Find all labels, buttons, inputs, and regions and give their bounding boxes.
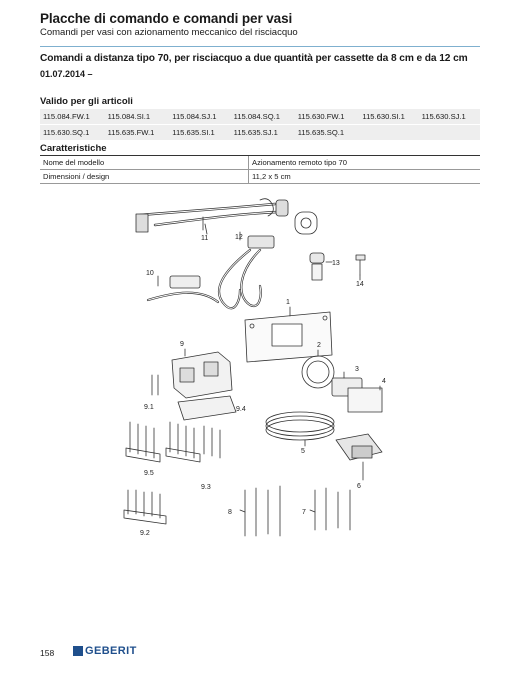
article-cell: 115.635.SI.1: [169, 124, 231, 140]
characteristics-table: Nome del modello Azionamento remoto tipo…: [40, 156, 480, 184]
callout-label: 9.2: [140, 530, 150, 537]
callout-label: 9: [180, 341, 184, 348]
callout-label: 2: [317, 342, 321, 349]
section-title: Comandi a distanza tipo 70, per risciacq…: [40, 53, 468, 64]
callout-label: 7: [302, 509, 306, 516]
page-subtitle: Comandi per vasi con azionamento meccani…: [40, 27, 298, 38]
callout-label: 9.4: [236, 406, 246, 413]
article-cell: [359, 124, 419, 140]
article-cell: 115.630.SQ.1: [40, 124, 105, 140]
article-cell: 115.630.SI.1: [359, 109, 419, 125]
table-row: 115.084.FW.1 115.084.SI.1 115.084.SJ.1 1…: [40, 109, 480, 125]
table-row: 115.630.SQ.1 115.635.FW.1 115.635.SI.1 1…: [40, 124, 480, 140]
table-row: Dimensioni / design 11,2 x 5 cm: [40, 169, 480, 184]
article-cell: 115.630.SJ.1: [418, 109, 480, 125]
callout-label: 9.1: [144, 404, 154, 411]
callout-label: 10: [146, 270, 154, 277]
page-title: Placche di comando e comandi per vasi: [40, 11, 293, 26]
valid-articles-heading: Valido per gli articoli: [40, 96, 133, 107]
characteristic-label: Dimensioni / design: [40, 169, 249, 184]
article-cell: 115.635.SQ.1: [294, 124, 360, 140]
validity-date: 01.07.2014 –: [40, 69, 93, 79]
callout-label: 12: [235, 234, 243, 241]
callout-label: 13: [332, 260, 340, 267]
brand-name: GEBERIT: [85, 645, 137, 657]
callout-label: 3: [355, 366, 359, 373]
article-cell: 115.635.SJ.1: [230, 124, 295, 140]
article-table: 115.084.FW.1 115.084.SI.1 115.084.SJ.1 1…: [40, 109, 480, 140]
article-cell: 115.084.SQ.1: [230, 109, 295, 125]
header-divider: [40, 46, 480, 47]
brand-logo: GEBERIT: [73, 645, 137, 657]
article-cell: 115.635.FW.1: [104, 124, 170, 140]
callout-label: 9.5: [144, 470, 154, 477]
callout-label: 1: [286, 299, 290, 306]
exploded-parts-diagram: 11 12 13 14 10 1 2 9 3 4 9.1 9.4 5 6 9.5…: [123, 198, 386, 537]
article-cell: 115.084.FW.1: [40, 109, 105, 125]
characteristic-value: 11,2 x 5 cm: [248, 169, 480, 184]
table-row: Nome del modello Azionamento remoto tipo…: [40, 156, 480, 170]
article-cell: 115.084.SJ.1: [169, 109, 231, 125]
characteristics-divider: [40, 155, 480, 156]
page-number: 158: [40, 648, 55, 658]
article-cell: 115.630.FW.1: [294, 109, 360, 125]
callout-label: 8: [228, 509, 232, 516]
article-cell: [418, 124, 480, 140]
characteristics-heading: Caratteristiche: [40, 143, 107, 154]
callout-label: 5: [301, 448, 305, 455]
callout-label: 9.3: [201, 484, 211, 491]
callout-label: 6: [357, 483, 361, 490]
callout-label: 4: [382, 378, 386, 385]
callout-label: 11: [201, 235, 208, 242]
callout-label: 14: [356, 281, 364, 288]
characteristic-value: Azionamento remoto tipo 70: [248, 156, 480, 170]
article-cell: 115.084.SI.1: [104, 109, 170, 125]
characteristic-label: Nome del modello: [40, 156, 249, 170]
logo-square-icon: [73, 646, 83, 656]
